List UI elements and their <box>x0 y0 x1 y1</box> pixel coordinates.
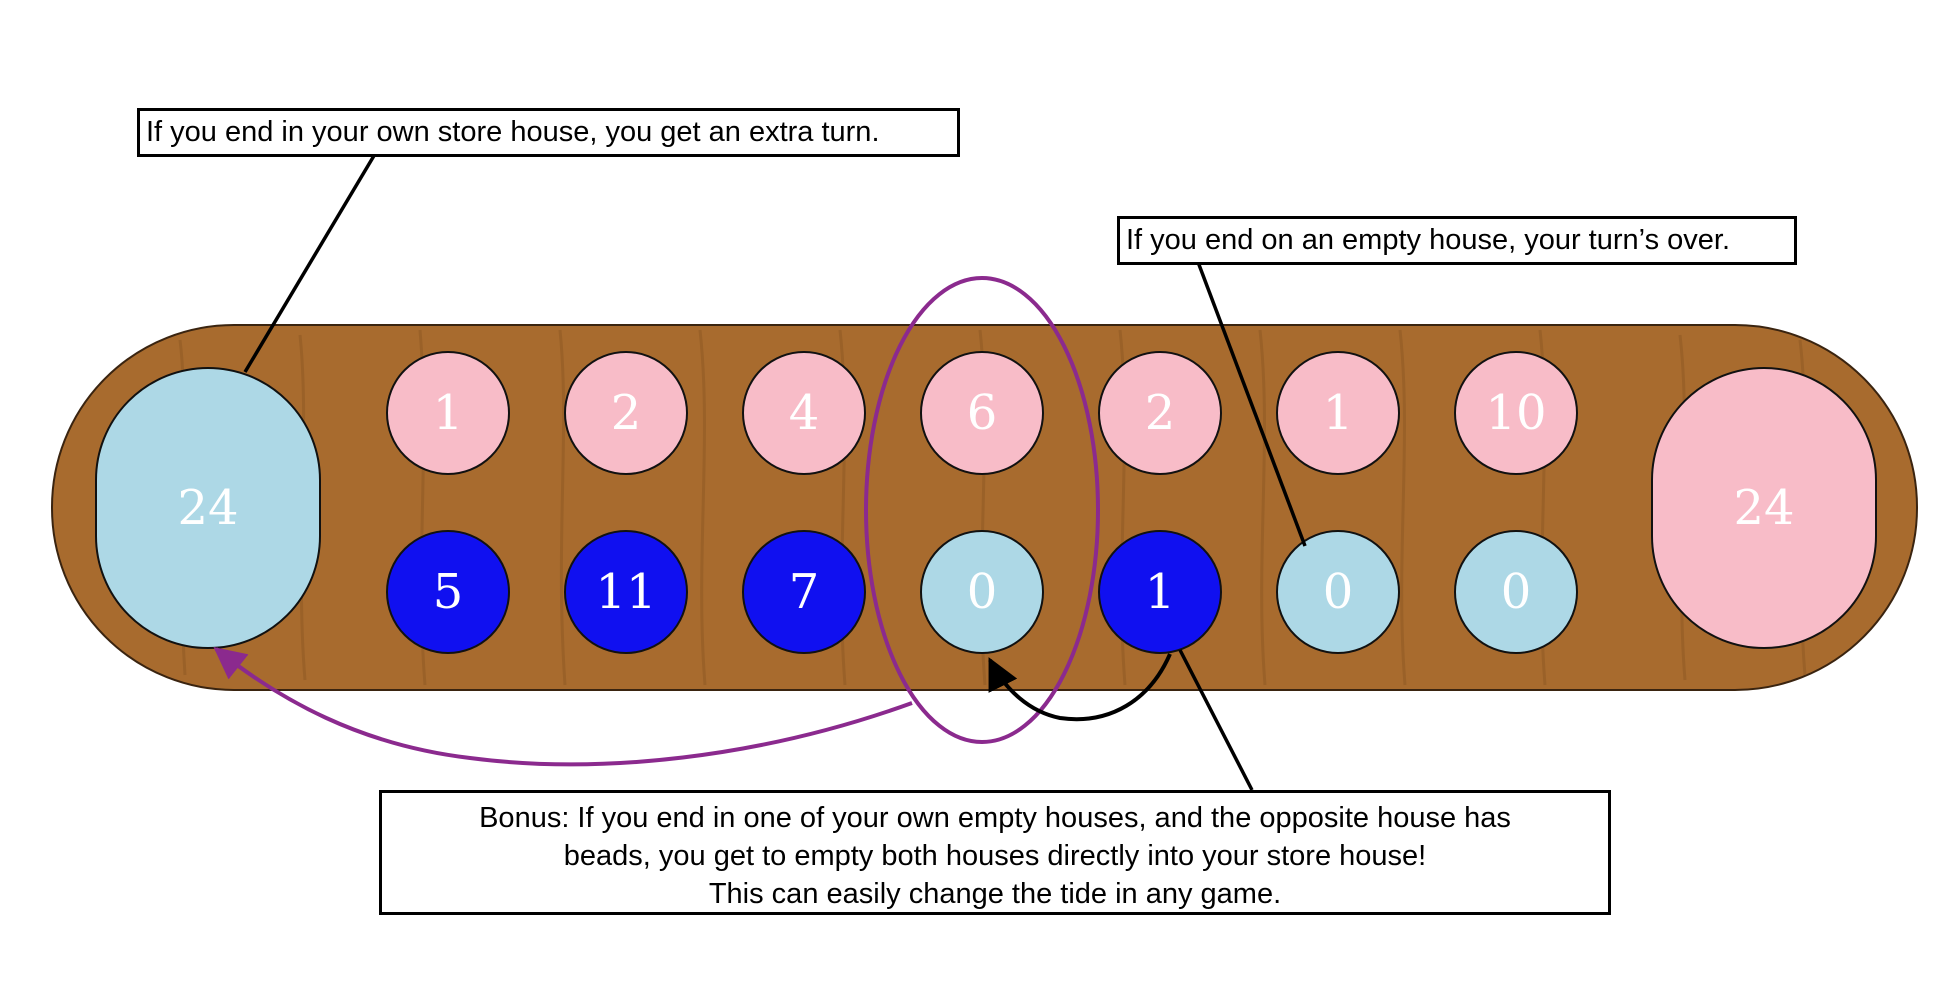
opponent-pit-2 <box>564 351 688 475</box>
player-pits: 5 11 7 0 1 0 0 <box>386 530 1578 654</box>
extra-turn-text: If you end in your own store house, you … <box>146 116 880 148</box>
player-store-count: 24 <box>177 480 238 536</box>
opponent-pit-6 <box>1276 351 1400 475</box>
bonus-line-3: This can easily change the tide in any g… <box>708 878 1282 910</box>
opponent-pit-5 <box>1098 351 1222 475</box>
player-pit-5-count: 1 <box>1145 564 1176 620</box>
player-pit-4-count: 0 <box>967 564 998 620</box>
capture-to-store-arrow <box>213 647 913 767</box>
opponent-pit-5-count: 2 <box>1145 385 1176 441</box>
player-pit-5 <box>1098 530 1222 654</box>
turn-over-text: If you end on an empty house, your turn’… <box>1126 224 1731 256</box>
bonus-line-1: Bonus: If you end in one of your own emp… <box>479 802 1511 834</box>
opponent-pit-2-count: 2 <box>611 385 642 441</box>
bonus-line-2: beads, you get to empty both houses dire… <box>563 840 1427 872</box>
opponent-pit-6-count: 1 <box>1323 385 1354 441</box>
turn-over-callout: If you end on an empty house, your turn’… <box>1117 216 1797 265</box>
player-pit-7-count: 0 <box>1501 564 1532 620</box>
opponent-store <box>1651 367 1877 649</box>
extra-turn-pointer <box>243 153 377 373</box>
opponent-pit-4 <box>920 351 1044 475</box>
player-pit-1-count: 5 <box>433 564 464 620</box>
turn-over-pointer <box>1196 261 1307 547</box>
opponent-pit-1 <box>386 351 510 475</box>
player-pit-2-count: 11 <box>595 564 656 620</box>
opponent-pits: 1 2 4 6 2 1 10 <box>386 351 1578 475</box>
opponent-pit-7-count: 10 <box>1485 385 1546 441</box>
player-pit-6 <box>1276 530 1400 654</box>
player-pit-2 <box>564 530 688 654</box>
player-pit-7 <box>1454 530 1578 654</box>
bonus-callout: Bonus: If you end in one of your own emp… <box>379 790 1611 915</box>
opponent-pit-7 <box>1454 351 1578 475</box>
capture-highlight-ellipse <box>864 276 1100 744</box>
opponent-store-count: 24 <box>1733 480 1794 536</box>
opponent-pit-3-count: 4 <box>789 385 820 441</box>
bonus-pointer <box>1178 649 1254 791</box>
opponent-pit-4-count: 6 <box>967 385 998 441</box>
player-pit-3-count: 7 <box>789 564 820 620</box>
player-store <box>95 367 321 649</box>
opponent-pit-3 <box>742 351 866 475</box>
player-pit-6-count: 0 <box>1323 564 1354 620</box>
player-pit-3 <box>742 530 866 654</box>
sowing-arrow <box>988 653 1172 722</box>
player-pit-4 <box>920 530 1044 654</box>
player-pit-1 <box>386 530 510 654</box>
extra-turn-callout: If you end in your own store house, you … <box>137 108 960 157</box>
opponent-pit-1-count: 1 <box>433 385 464 441</box>
